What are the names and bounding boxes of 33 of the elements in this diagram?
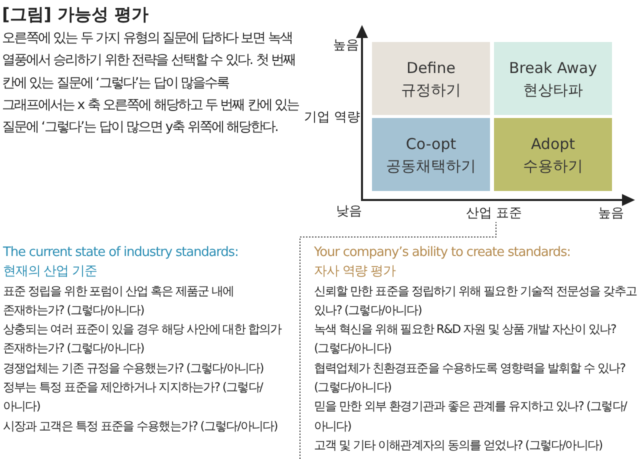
quadrant-subtitle: 현상타파 bbox=[523, 80, 583, 100]
quadrant-title: Break Away bbox=[509, 58, 597, 78]
question-text: 협력업체가 친환경표준을 수용하도록 영향력을 발휘할 수 있나? (그렇다/아니다) bbox=[314, 360, 626, 396]
section-heading: The current state of industry standards: bbox=[3, 244, 240, 262]
section-subheading: 현재의 산업 기준 bbox=[3, 263, 98, 282]
question-text: 신뢰할 만한 표준을 정립하기 위해 필요한 기술적 전문성을 갖추고 있나? (그렇다/아니다) bbox=[314, 282, 638, 319]
question-text: 고객 및 기타 이해관계자의 동의를 얻었나? (그렇다/아니다) bbox=[314, 436, 604, 454]
axis-label: 기업 역량 bbox=[304, 109, 360, 126]
figure-title: [그림] 가능성 평가 bbox=[2, 4, 148, 26]
quadrant-title: Adopt bbox=[530, 134, 576, 154]
quadrant-subtitle: 공동채택하기 bbox=[386, 156, 476, 176]
question-text: 경쟁업체는 기존 규정을 수용했는가? (그렇다/아니다) bbox=[3, 360, 264, 377]
quadrant-box bbox=[372, 118, 490, 191]
axis-label: 산업 표준 bbox=[466, 205, 522, 222]
question-text: 믿을 만한 외부 환경기관과 좋은 관계를 유지하고 있나? (그렇다/아니다) bbox=[314, 398, 628, 435]
question-text: 표준 정립을 위한 포럼이 산업 혹은 제품군 내에 존재하는가? (그렇다/아니다) bbox=[3, 282, 235, 319]
quadrant-subtitle: 수용하기 bbox=[523, 156, 583, 176]
axis-label: 높음 bbox=[333, 37, 359, 54]
paragraph: 오른쪽에 있는 두 가지 유형의 질문에 답하다 보면 녹색 열풍에서 승리하기 위한 전략을 선택할 수 있다. 첫 번째 칸에 있는 질문에 ‘그렇다’는 답이 많을수록 그래프에서는 x 축 오른쪽에 해당하고 두 번째 칸에 있는 질문에 ‘그렇다’는 답이 많으면 y축 위쪽에 해당한다. bbox=[2, 30, 300, 138]
quadrant-title: Co-opt bbox=[406, 134, 456, 154]
quadrant-title: Define bbox=[406, 58, 456, 78]
question-text: 녹색 혁신을 위해 필요한 R&D 자원 및 상품 개발 자산이 있나? (그렇다/아니다) bbox=[314, 321, 617, 358]
question-text: 시장과 고객은 특정 표준을 수용했는가? (그렇다/아니다) bbox=[3, 418, 278, 435]
quadrant-box bbox=[494, 118, 612, 191]
section-heading: Your company’s ability to create standards: bbox=[314, 244, 572, 262]
question-text: 상충되는 여러 표준이 있을 경우 해당 사안에 대한 합의가 존재하는가? (그렇다/아니다) bbox=[3, 321, 283, 358]
quadrant-box bbox=[494, 42, 612, 115]
axis-label: 높음 bbox=[598, 205, 624, 222]
axis-label: 낮음 bbox=[336, 203, 362, 220]
question-text: 정부는 특정 표준을 제안하거나 지지하는가? (그렇다/아니다) bbox=[3, 379, 264, 416]
section-subheading: 자사 역량 평가 bbox=[314, 263, 397, 282]
quadrant-subtitle: 규정하기 bbox=[401, 80, 461, 100]
quadrant-box bbox=[372, 42, 490, 115]
